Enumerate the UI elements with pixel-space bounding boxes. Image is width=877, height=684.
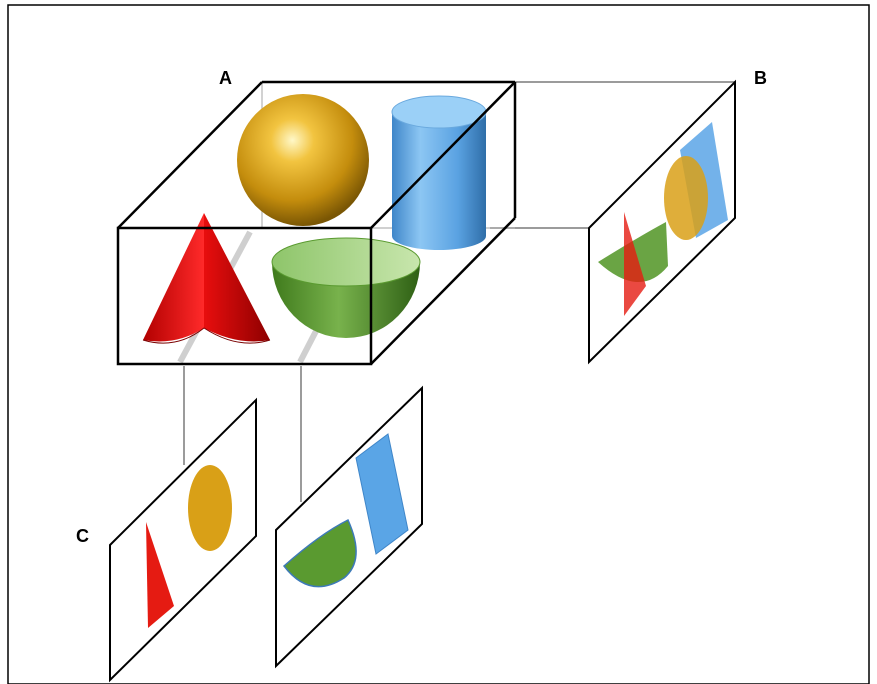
- top-view-panel: [275, 385, 423, 669]
- sphere: [237, 94, 369, 226]
- glass-box: [116, 80, 517, 366]
- front-view-panel: [109, 397, 257, 683]
- cone: [142, 213, 271, 344]
- cylinder: [391, 95, 487, 250]
- figure-border: [7, 4, 870, 684]
- label-b: B: [754, 68, 767, 88]
- label-a: A: [219, 68, 232, 88]
- side-view-panel: [588, 79, 736, 365]
- label-c: C: [76, 526, 89, 546]
- hemisphere: [271, 237, 421, 338]
